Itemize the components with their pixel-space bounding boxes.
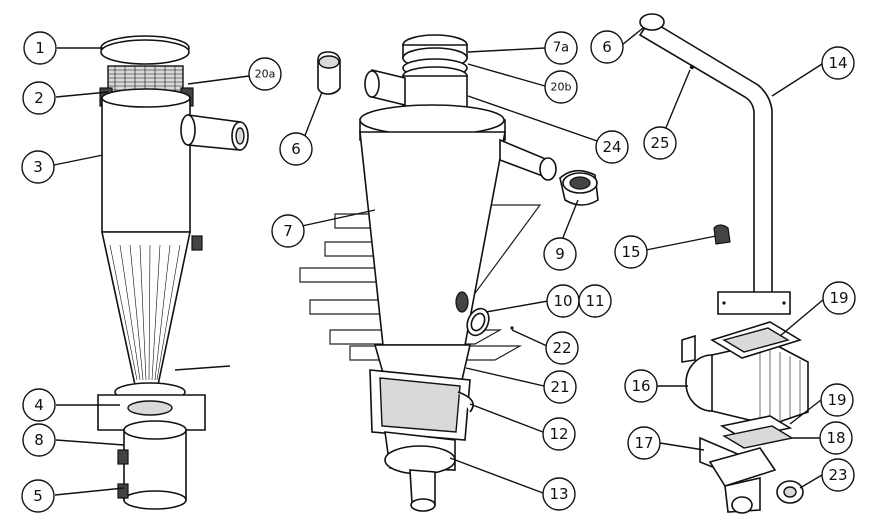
callout-7a: 7a xyxy=(544,31,578,65)
right-pipe-and-blower-assembly xyxy=(638,13,809,514)
callout-13: 13 xyxy=(542,477,576,511)
callout-6-right: 6 xyxy=(590,30,624,64)
center-cyclone-assembly xyxy=(317,34,599,512)
callout-label: 12 xyxy=(549,425,568,443)
callout-label: 13 xyxy=(549,485,568,503)
callout-label: 1 xyxy=(35,39,45,57)
callout-18: 18 xyxy=(819,421,853,455)
leader-lines xyxy=(53,27,825,496)
callout-label: 15 xyxy=(621,243,640,261)
callout-11: 11 xyxy=(578,284,612,318)
callout-20b: 20b xyxy=(544,70,578,104)
callout-22: 22 xyxy=(545,331,579,365)
callout-20a: 20a xyxy=(248,57,282,91)
callout-label: 5 xyxy=(33,487,43,505)
callout-label: 7a xyxy=(553,41,569,56)
callout-label: 20a xyxy=(255,68,276,81)
callout-4: 4 xyxy=(22,388,56,422)
callout-label: 25 xyxy=(650,134,669,152)
callout-label: 3 xyxy=(33,158,43,176)
callout-10: 10 xyxy=(546,284,580,318)
callout-12: 12 xyxy=(542,417,576,451)
callout-label: 19 xyxy=(827,391,846,409)
callout-23: 23 xyxy=(821,458,855,492)
callout-label: 18 xyxy=(826,429,845,447)
callout-label: 19 xyxy=(829,289,848,307)
callout-label: 4 xyxy=(34,396,44,414)
callout-label: 17 xyxy=(634,434,653,452)
callout-19-top: 19 xyxy=(822,281,856,315)
callout-label: 2 xyxy=(34,89,44,107)
callout-25: 25 xyxy=(643,126,677,160)
callout-21: 21 xyxy=(543,370,577,404)
callout-label: 20b xyxy=(551,81,572,94)
callout-17: 17 xyxy=(627,426,661,460)
callout-label: 8 xyxy=(34,431,44,449)
callout-label: 22 xyxy=(552,339,571,357)
callout-16: 16 xyxy=(624,369,658,403)
callout-8: 8 xyxy=(22,423,56,457)
callout-15: 15 xyxy=(614,235,648,269)
callout-label: 21 xyxy=(550,378,569,396)
callout-14: 14 xyxy=(821,46,855,80)
callout-6-center: 6 xyxy=(279,132,313,166)
left-cyclone-assembly xyxy=(97,35,249,510)
callout-label: 9 xyxy=(555,245,565,263)
callout-label: 11 xyxy=(585,292,604,310)
callout-label: 10 xyxy=(553,292,572,310)
bolt-22 xyxy=(510,326,514,330)
callout-label: 23 xyxy=(828,466,847,484)
callout-5: 5 xyxy=(21,479,55,513)
callout-label: 7 xyxy=(283,222,293,240)
callout-label: 16 xyxy=(631,377,650,395)
callout-9: 9 xyxy=(543,237,577,271)
callout-2: 2 xyxy=(22,81,56,115)
callout-3: 3 xyxy=(21,150,55,184)
callout-label: 14 xyxy=(828,54,847,72)
callout-1: 1 xyxy=(23,31,57,65)
callout-label: 6 xyxy=(291,140,301,158)
callout-24: 24 xyxy=(595,130,629,164)
callout-7: 7 xyxy=(271,214,305,248)
callout-label: 24 xyxy=(602,138,621,156)
callout-19-bottom: 19 xyxy=(820,383,854,417)
callout-label: 6 xyxy=(602,38,612,56)
